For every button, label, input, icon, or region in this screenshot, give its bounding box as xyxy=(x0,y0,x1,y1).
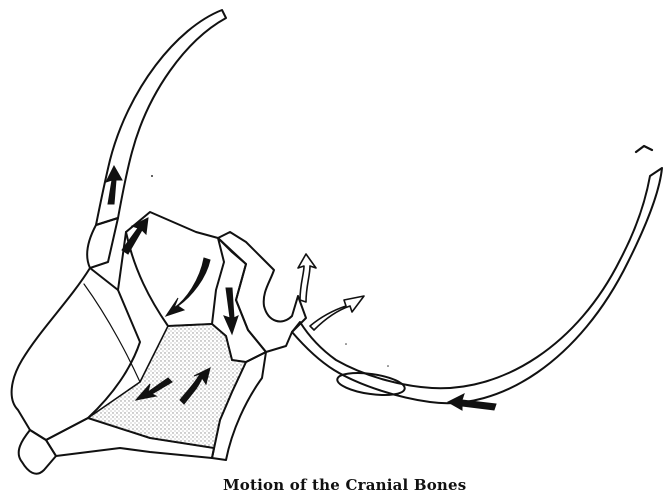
stippled-region xyxy=(88,324,246,448)
figure-caption: Motion of the Cranial Bones xyxy=(223,476,466,494)
occipital-tip xyxy=(636,146,652,152)
maxilla xyxy=(19,430,56,474)
arrow-outline-right xyxy=(310,296,364,330)
arrow-sphenoid-down xyxy=(166,258,210,316)
arrow-outline-up xyxy=(298,254,316,302)
suture-line xyxy=(84,284,140,382)
arrow-sella-down xyxy=(224,288,238,334)
foramen-magnum xyxy=(336,369,406,398)
occipital-bone xyxy=(292,168,662,403)
frontal-bone xyxy=(96,10,226,225)
arrow-frontal-up xyxy=(106,166,122,204)
orbital-plate xyxy=(87,218,118,268)
